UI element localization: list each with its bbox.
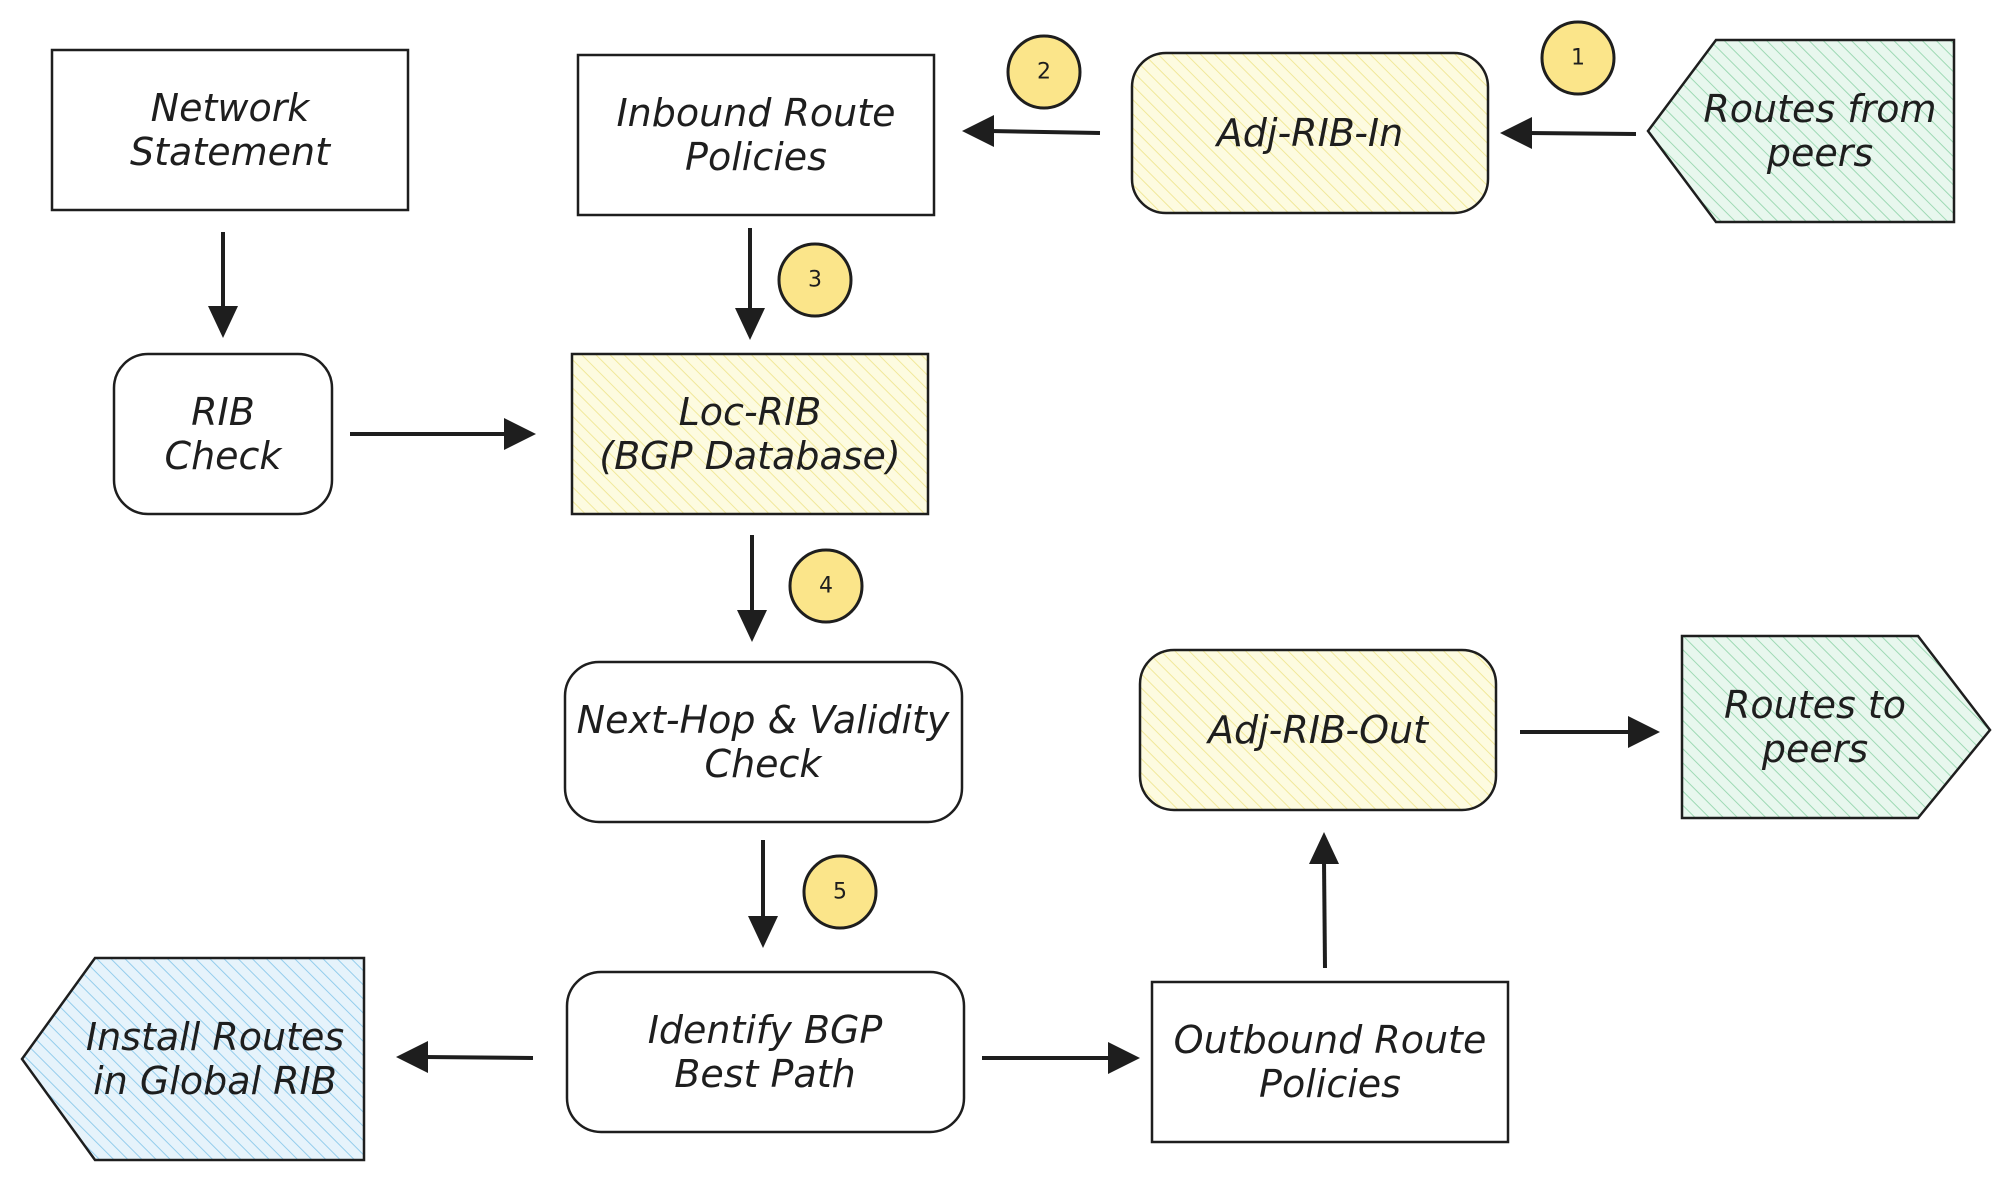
routes-from-peers-label-line: Routes from	[1703, 87, 1936, 131]
install-routes-label-line: in Global RIB	[93, 1059, 337, 1103]
step-badge-2: 2	[1006, 34, 1082, 110]
node-adj-rib-out: Adj-RIB-Out	[1138, 648, 1498, 812]
arrow-best-path-to-outbound	[982, 1042, 1140, 1074]
identify-best-path-label-line: Identify BGP	[648, 1008, 883, 1052]
network-statement-label-line: Statement	[130, 130, 332, 174]
inbound-route-policies-label-line: Policies	[685, 135, 827, 179]
step-badge-5-label: 5	[833, 880, 847, 905]
step-badge-4: 4	[788, 548, 864, 624]
next-hop-validity-check-label-line: Check	[705, 742, 824, 786]
loc-rib-label-line: (BGP Database)	[599, 434, 900, 478]
rib-check-label-line: RIB	[191, 390, 255, 434]
step-badge-5: 5	[802, 854, 878, 930]
step-badge-1-label: 1	[1571, 46, 1585, 71]
arrow-outbound-to-adj-rib-out	[1309, 832, 1339, 969]
arrow-best-path-to-install	[396, 1041, 534, 1073]
network-statement-label-line: Network	[151, 86, 312, 130]
outbound-route-policies-label-line: Outbound Route	[1174, 1018, 1487, 1062]
arrow-adj-rib-out-to-peers	[1520, 716, 1660, 748]
step-badge-2-label: 2	[1037, 60, 1051, 85]
adj-rib-out-label-line: Adj-RIB-Out	[1205, 708, 1430, 752]
routes-to-peers-label-line: peers	[1761, 727, 1868, 771]
install-routes-label-line: Install Routes	[86, 1015, 344, 1059]
arrow-loc-rib-to-next-hop	[737, 535, 767, 642]
adj-rib-out-label: Adj-RIB-Out	[1205, 708, 1430, 752]
step-badge-3: 3	[777, 242, 853, 318]
step-badge-3-label: 3	[808, 268, 822, 293]
routes-to-peers-label-line: Routes to	[1724, 683, 1906, 727]
loc-rib-label: Loc-RIB(BGP Database)	[599, 390, 900, 478]
arrow-next-hop-to-best-path	[748, 840, 778, 948]
adj-rib-in-label-line: Adj-RIB-In	[1214, 111, 1403, 155]
step-badge-4-label: 4	[819, 574, 833, 599]
outbound-route-policies-label-line: Policies	[1259, 1062, 1401, 1106]
rib-check-label-line: Check	[165, 434, 284, 478]
arrow-rib-check-to-loc-rib	[350, 418, 536, 450]
arrow-network-to-rib-check	[208, 232, 238, 338]
identify-best-path-label-line: Best Path	[674, 1052, 855, 1096]
node-loc-rib: Loc-RIB(BGP Database)	[570, 352, 930, 516]
arrow-peers-to-adj-rib-in	[1500, 117, 1637, 149]
node-adj-rib-in: Adj-RIB-In	[1130, 51, 1490, 215]
adj-rib-in-label: Adj-RIB-In	[1214, 111, 1403, 155]
loc-rib-label-line: Loc-RIB	[679, 390, 822, 434]
arrow-adj-rib-in-to-inbound	[962, 115, 1101, 147]
routes-from-peers-label-line: peers	[1766, 131, 1873, 175]
step-badge-1: 1	[1540, 20, 1616, 96]
arrow-inbound-to-loc-rib	[735, 228, 765, 340]
next-hop-validity-check-label-line: Next-Hop & Validity	[577, 698, 950, 742]
inbound-route-policies-label-line: Inbound Route	[616, 91, 895, 135]
